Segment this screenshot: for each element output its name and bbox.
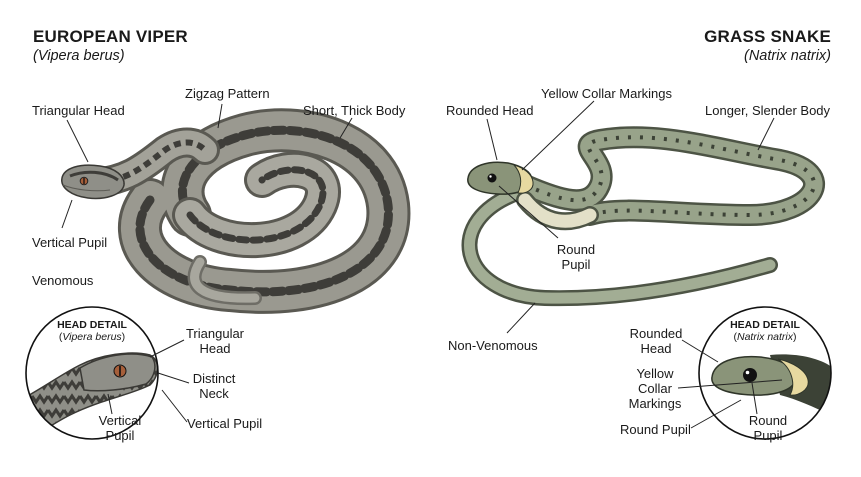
viper-title: EUROPEAN VIPER: [33, 27, 188, 46]
viper-detail-heading: HEAD DETAIL (Vipera berus): [57, 319, 127, 343]
detail-label-round-pupil-left: Round Pupil: [620, 422, 691, 437]
grass-snake-illustration: [461, 126, 825, 307]
label-zigzag-pattern: Zigzag Pattern: [185, 86, 270, 101]
label-vertical-pupil: Vertical Pupil: [32, 235, 108, 250]
grass-snake-eye: [487, 173, 497, 183]
grass-snake-collar: [512, 164, 534, 194]
grass-snake-title: GRASS SNAKE: [704, 27, 831, 46]
viper-latin-name: (Vipera berus): [33, 48, 125, 64]
grass-snake-latin-name: (Natrix natrix): [743, 48, 831, 64]
detail-label-vertical-pupil-right: Vertical Pupil: [187, 416, 263, 431]
label-non-venomous: Non-Venomous: [448, 338, 538, 353]
viper-illustration: [61, 108, 411, 314]
grass-snake-head-detail: [677, 306, 832, 440]
leader-lines: [61, 100, 775, 334]
viper-head-detail: [25, 306, 190, 440]
label-venomous: Venomous: [32, 273, 94, 288]
label-rounded-head: Rounded Head: [446, 103, 534, 118]
label-yellow-collar-markings: Yellow Collar Markings: [541, 86, 673, 101]
viper-head: [61, 164, 125, 200]
label-triangular-head: Triangular Head: [32, 103, 125, 118]
label-short-thick-body: Short, Thick Body: [303, 103, 406, 118]
grass-snake-detail-heading: HEAD DETAIL (Natrix natrix): [730, 319, 800, 343]
label-longer-slender-body: Longer, Slender Body: [705, 103, 831, 118]
